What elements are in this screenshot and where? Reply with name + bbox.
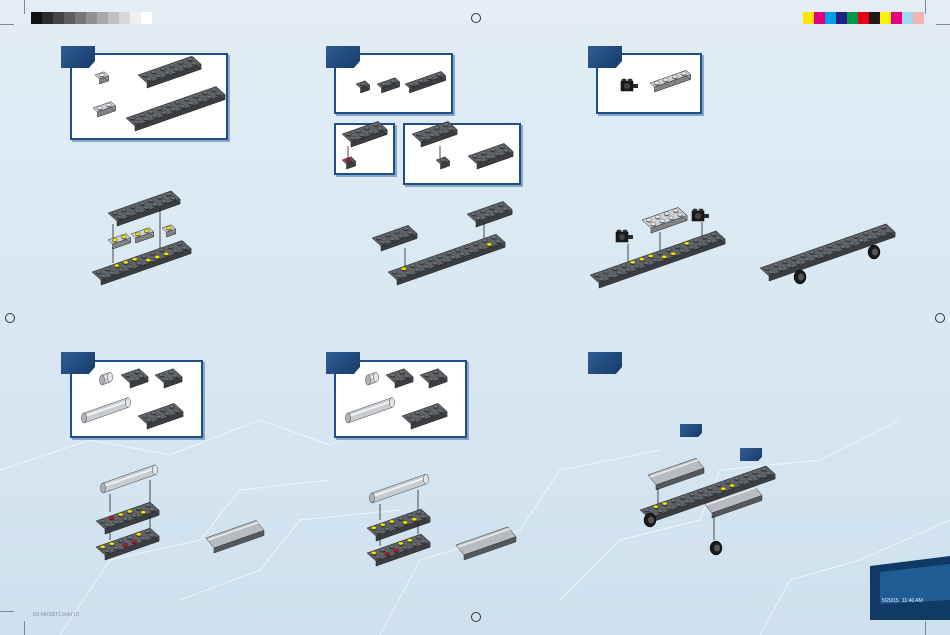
part-wheel-holder: [621, 79, 638, 91]
part-1x2-plate: [93, 102, 116, 117]
file-slug: 8U-MKSBT1.indd 10: [33, 612, 79, 618]
wheel-piece: [710, 541, 722, 555]
assembly-plate-light: [642, 207, 687, 233]
sub-b-angled-plate: [468, 143, 513, 169]
assembly-2x7-plate-top: [108, 191, 180, 226]
wheel-piece: [644, 513, 656, 527]
assembly-wheel-holder-right: [692, 209, 709, 221]
part-2x4-plate: [402, 403, 447, 429]
part-round-bar: [82, 398, 131, 423]
assembly-side-plate-left: [372, 225, 417, 251]
assembly-2x10-base: [92, 241, 191, 286]
part-1x1-plate: [95, 72, 109, 84]
part-2x4-plate: [138, 403, 183, 429]
assembly-result: [206, 521, 264, 554]
part-2x2-plate-b: [420, 369, 447, 388]
sub-b-plate-small: [436, 157, 450, 169]
brick-plate: [162, 225, 176, 237]
assembly-side-plate-right: [467, 201, 512, 227]
step-6-slope-left: [648, 458, 704, 490]
assembly-result: [456, 527, 516, 560]
brick-plate: [131, 228, 154, 243]
wheel-piece: [794, 270, 806, 284]
brick-plate: [108, 234, 131, 249]
part-round-1x1: [366, 372, 379, 385]
part-1x2-plate-dark: [377, 78, 400, 93]
part-2x2-plate: [386, 369, 413, 388]
part-1x4-plate-dark: [405, 71, 446, 93]
part-1x4-plate-light: [650, 70, 691, 92]
part-round-1x1: [100, 372, 113, 385]
part-2x2-plate-b: [155, 369, 182, 388]
assembly-wheel-holder-left: [616, 230, 633, 242]
assembly-round-bar: [370, 474, 429, 503]
assembly-chassis-base: [590, 231, 725, 288]
print-time: 11:46 AM: [902, 598, 923, 604]
assembly-round-bar: [101, 465, 158, 493]
sub-a-bracket: [342, 157, 356, 169]
print-date: 5/29/15: [882, 598, 899, 604]
wheel-piece: [868, 245, 880, 259]
part-1x1-plate-dark: [356, 81, 370, 93]
part-2x6-plate: [138, 56, 201, 88]
sub-a-plate: [342, 121, 387, 147]
sub-b-plate: [412, 121, 457, 147]
part-2x2-plate: [121, 369, 148, 388]
part-2x10-plate: [126, 87, 225, 132]
part-round-bar: [346, 398, 395, 423]
